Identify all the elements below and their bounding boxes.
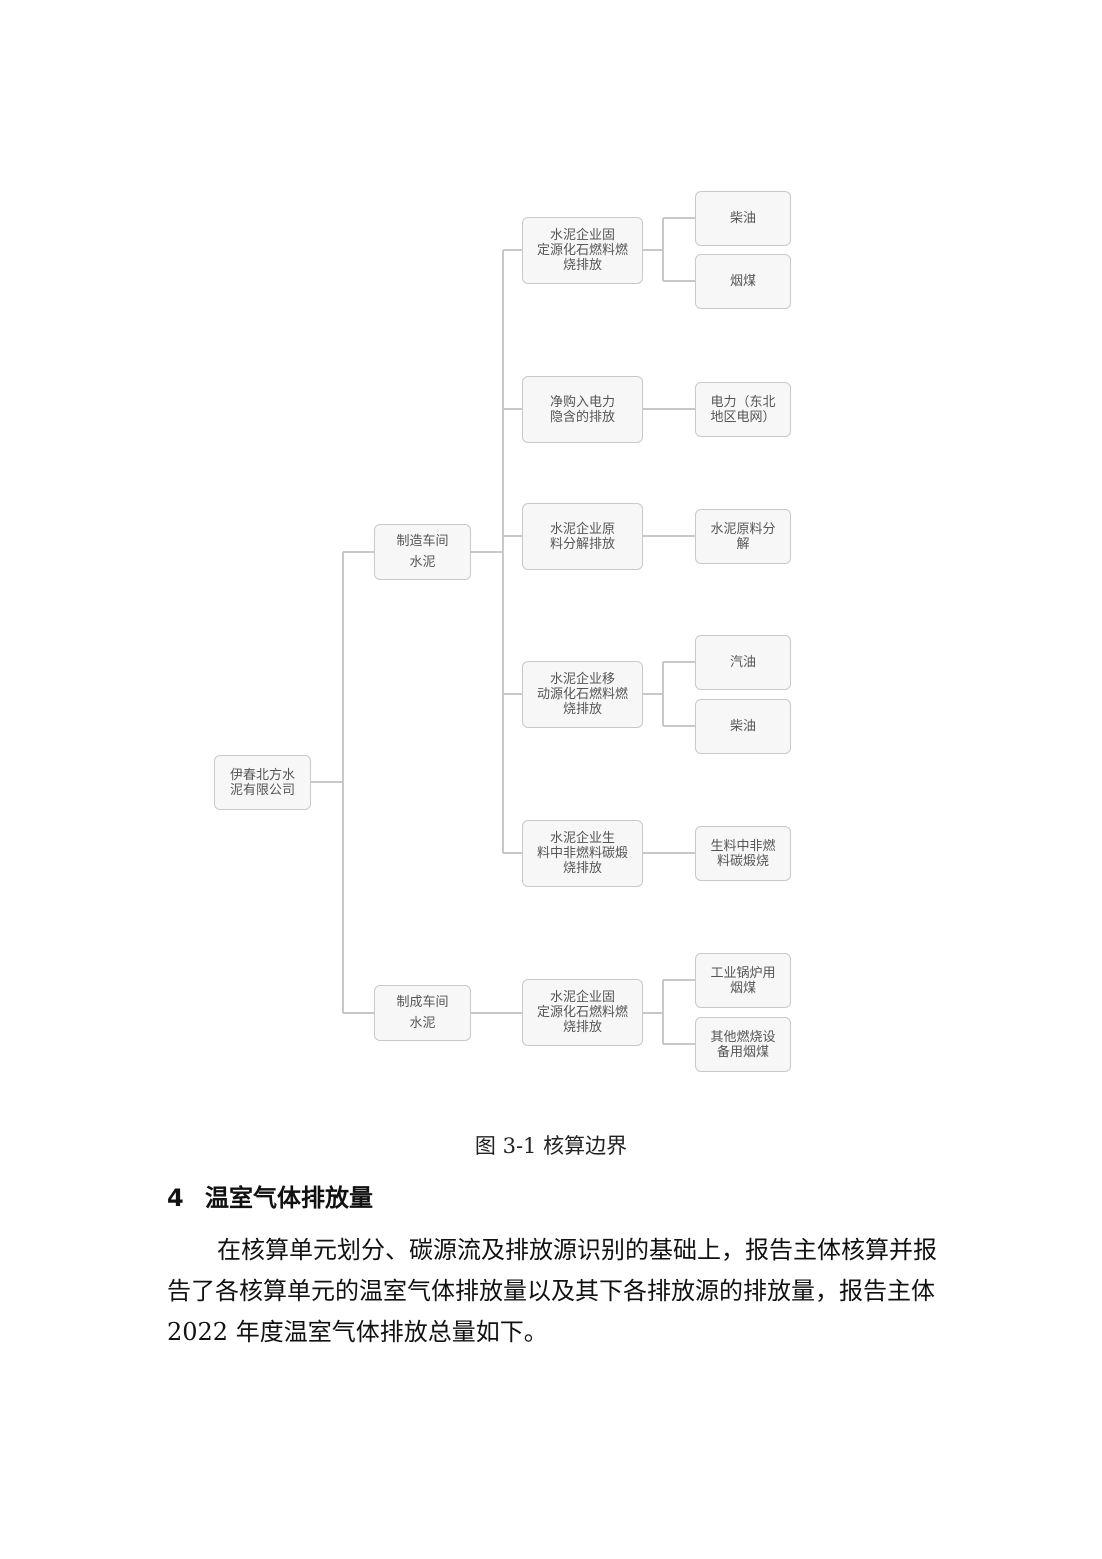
leaf-node: 烟煤 [695,254,791,309]
unit-subtitle: 水泥 [409,555,436,570]
source-node: 水泥企业移 动源化石燃料燃 烧排放 [522,661,643,728]
leaf-node: 工业锅炉用 烟煤 [695,953,791,1008]
source-label: 水泥企业移 动源化石燃料燃 烧排放 [536,672,628,717]
leaf-node: 汽油 [695,635,791,690]
source-label: 水泥企业固 定源化石燃料燃 烧排放 [536,990,628,1035]
leaf-node: 电力（东北 地区电网） [695,382,791,437]
unit-title: 制造车间 [396,534,449,549]
unit-node-finishing: 制成车间 水泥 [374,985,471,1041]
boundary-diagram: 伊春北方水 泥有限公司 制造车间 水泥 制成车间 水泥 水泥企业固 定源化石燃料… [214,191,791,1072]
source-node: 水泥企业固 定源化石燃料燃 烧排放 [522,217,643,284]
root-node: 伊春北方水 泥有限公司 [214,755,311,810]
body-paragraph: 在核算单元划分、碳源流及排放源识别的基础上，报告主体核算并报告了各核算单元的温室… [167,1236,937,1346]
source-node: 水泥企业原 料分解排放 [522,503,643,570]
leaf-label: 烟煤 [729,274,756,289]
leaf-label: 汽油 [729,655,756,670]
root-label: 伊春北方水 泥有限公司 [229,767,295,798]
leaf-node: 其他燃烧设 备用烟煤 [695,1017,791,1072]
figure-caption: 图 3-1 核算边界 [474,1134,628,1158]
leaf-label: 生料中非燃 料碳煅烧 [710,838,776,869]
source-label: 净购入电力 隐含的排放 [549,394,615,425]
leaf-node: 柴油 [695,699,791,754]
unit-title: 制成车间 [396,995,449,1010]
source-node: 水泥企业生 料中非燃料碳煅 烧排放 [522,820,643,887]
leaf-label: 水泥原料分 解 [710,521,776,552]
leaf-label: 其他燃烧设 备用烟煤 [710,1029,776,1060]
unit-subtitle: 水泥 [409,1016,436,1031]
source-node: 水泥企业固 定源化石燃料燃 烧排放 [522,979,643,1046]
section-title: 温室气体排放量 [205,1184,373,1212]
source-node: 净购入电力 隐含的排放 [522,376,643,443]
connector-lines [311,217,695,1045]
source-label: 水泥企业原 料分解排放 [549,521,615,552]
leaf-node: 水泥原料分 解 [695,509,791,564]
section-heading: 4 温室气体排放量 [167,1178,373,1213]
leaf-label: 柴油 [729,719,756,734]
leaf-label: 柴油 [729,211,756,226]
leaf-node: 柴油 [695,191,791,246]
leaf-node: 生料中非燃 料碳煅烧 [695,826,791,881]
section-number: 4 [167,1184,184,1212]
leaf-label: 电力（东北 地区电网） [710,394,776,425]
source-label: 水泥企业生 料中非燃料碳煅 烧排放 [536,831,628,876]
source-label: 水泥企业固 定源化石燃料燃 烧排放 [536,228,628,273]
unit-node-manufacturing: 制造车间 水泥 [374,524,471,580]
leaf-label: 工业锅炉用 烟煤 [710,965,776,996]
